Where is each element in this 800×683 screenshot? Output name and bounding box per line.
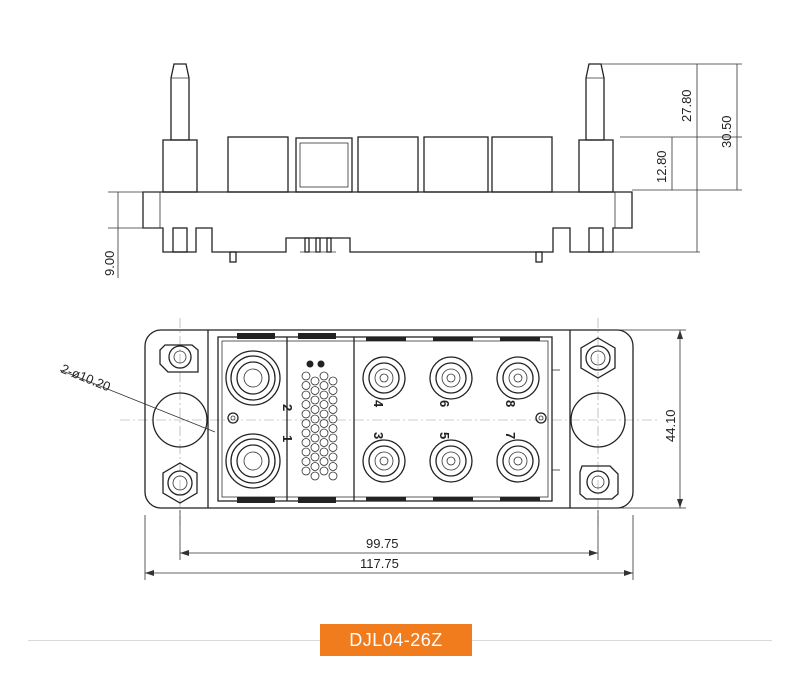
dim-27-80: 27.80 bbox=[679, 89, 694, 122]
pin-label-5: 5 bbox=[437, 432, 452, 439]
signal-pin bbox=[328, 414, 338, 424]
coax-contact bbox=[496, 356, 540, 400]
signal-pin bbox=[328, 433, 338, 443]
signal-pin bbox=[328, 471, 338, 481]
mount-hole-right bbox=[570, 392, 626, 448]
signal-pin bbox=[328, 452, 338, 462]
signal-pin bbox=[319, 466, 329, 476]
signal-pin bbox=[310, 386, 320, 395]
signal-pin bbox=[301, 371, 311, 381]
left-pin-bottom bbox=[172, 227, 188, 253]
signal-pin bbox=[319, 409, 329, 419]
signal-pin bbox=[310, 452, 320, 462]
right-pin-bottom bbox=[588, 227, 604, 253]
insert-block-2 bbox=[295, 137, 353, 193]
hex-nut-right bbox=[580, 337, 616, 379]
signal-pin bbox=[328, 443, 338, 452]
signal-pin bbox=[319, 400, 329, 409]
insert-block-4 bbox=[423, 136, 489, 193]
signal-pin-dot bbox=[317, 360, 325, 368]
pin-label-2: 2 bbox=[280, 404, 295, 411]
dim-12-80: 12.80 bbox=[654, 150, 669, 183]
pin-label-7: 7 bbox=[503, 432, 518, 439]
outer-frame bbox=[144, 329, 634, 509]
signal-pin bbox=[301, 466, 311, 476]
signal-pin bbox=[301, 419, 311, 428]
signal-pin bbox=[301, 409, 311, 419]
dim-117-75: 117.75 bbox=[360, 556, 399, 571]
signal-pin bbox=[301, 400, 311, 409]
signal-pin bbox=[328, 386, 338, 395]
dim-30-50: 30.50 bbox=[719, 115, 734, 148]
signal-pin bbox=[319, 381, 329, 390]
dim-hole-spec: 2-ø10.20 bbox=[59, 361, 113, 394]
signal-pin-matrix bbox=[301, 360, 338, 481]
signal-pin bbox=[319, 438, 329, 447]
coax-contact bbox=[429, 356, 473, 400]
dim-44-10: 44.10 bbox=[663, 409, 678, 442]
signal-pin bbox=[328, 405, 338, 414]
signal-pin bbox=[301, 428, 311, 438]
pin-label-8: 8 bbox=[503, 400, 518, 407]
signal-pin bbox=[301, 447, 311, 457]
right-flange-holes bbox=[570, 337, 626, 500]
coax-contacts-large bbox=[225, 350, 281, 489]
signal-pin bbox=[301, 390, 311, 400]
mounting-flange bbox=[142, 191, 633, 253]
signal-pin bbox=[310, 395, 320, 405]
coax-contact bbox=[362, 356, 406, 400]
signal-pin bbox=[328, 462, 338, 471]
signal-pin bbox=[319, 447, 329, 457]
left-pin-collar bbox=[162, 139, 198, 193]
coax-contacts-small bbox=[362, 356, 540, 483]
signal-pin bbox=[301, 438, 311, 447]
mount-hole-left bbox=[152, 392, 208, 448]
coax-contact bbox=[362, 439, 406, 483]
signal-pin bbox=[319, 371, 329, 381]
signal-pin bbox=[301, 457, 311, 466]
signal-pin bbox=[328, 376, 338, 386]
signal-pin bbox=[310, 443, 320, 452]
side-view: 27.80 30.50 12.80 9.00 bbox=[102, 63, 742, 278]
hex-nut-left bbox=[162, 462, 198, 504]
dim-99-75: 99.75 bbox=[366, 536, 399, 551]
insert-block-5 bbox=[491, 136, 553, 193]
signal-pin bbox=[310, 462, 320, 471]
left-flange-holes bbox=[152, 344, 208, 504]
model-badge: DJL04-26Z bbox=[320, 624, 472, 656]
pin-label-4: 4 bbox=[371, 400, 386, 408]
coax-contact bbox=[429, 439, 473, 483]
pin-label-6: 6 bbox=[437, 400, 452, 407]
signal-pin bbox=[319, 419, 329, 428]
signal-pin bbox=[319, 428, 329, 438]
coax-contact bbox=[496, 439, 540, 483]
signal-pin bbox=[301, 381, 311, 390]
pin-label-1: 1 bbox=[280, 435, 295, 442]
signal-pin bbox=[310, 471, 320, 481]
right-guide-pin bbox=[585, 63, 605, 141]
signal-pin bbox=[310, 414, 320, 424]
signal-pin bbox=[319, 390, 329, 400]
left-guide-pin bbox=[170, 63, 190, 141]
signal-pin bbox=[310, 433, 320, 443]
signal-pin bbox=[310, 376, 320, 386]
top-view: 1 2 3 4 5 6 7 8 2-ø10.20 44.10 99.75 117… bbox=[59, 318, 686, 580]
signal-pin bbox=[310, 405, 320, 414]
signal-pin-dot bbox=[306, 360, 314, 368]
pin-label-3: 3 bbox=[371, 432, 386, 439]
right-pin-collar bbox=[578, 139, 614, 193]
dim-9-00: 9.00 bbox=[102, 251, 117, 276]
signal-pin bbox=[328, 424, 338, 433]
insert-block-1 bbox=[227, 136, 289, 193]
signal-pin bbox=[319, 457, 329, 466]
insert-block-3 bbox=[357, 136, 419, 193]
signal-pin bbox=[310, 424, 320, 433]
signal-pin bbox=[328, 395, 338, 405]
